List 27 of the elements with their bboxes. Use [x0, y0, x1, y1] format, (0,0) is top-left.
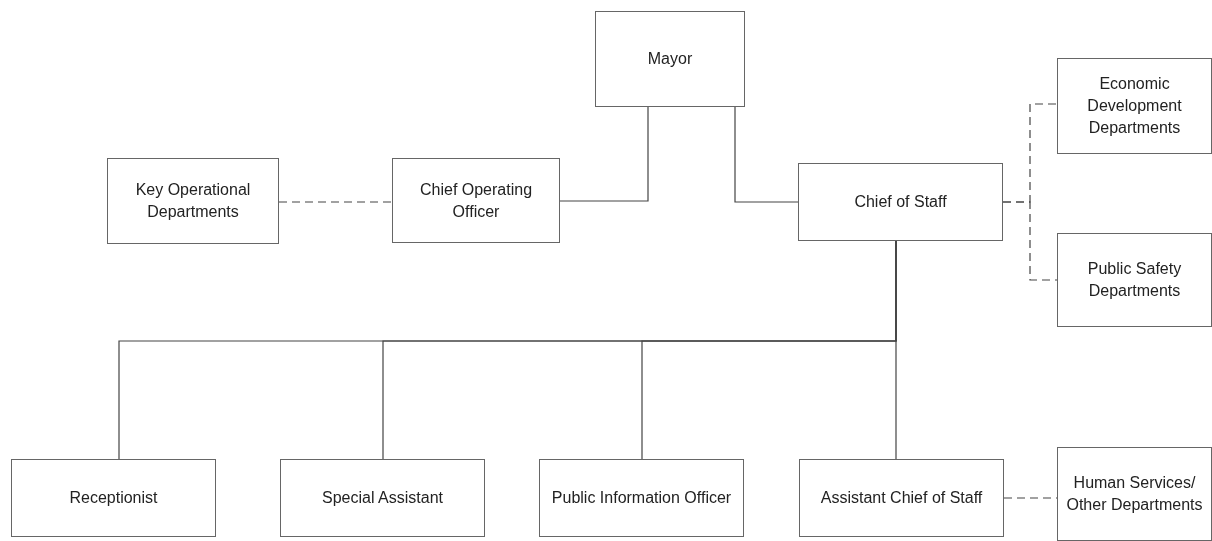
- role-title: Special Assistant: [322, 488, 443, 508]
- connector: [895, 240, 897, 460]
- org-box: [392, 158, 560, 243]
- org-box: [595, 11, 745, 107]
- role-title: Mayor: [647, 49, 693, 69]
- org-box: [798, 163, 1003, 241]
- org-box: [11, 459, 216, 537]
- org-box: [799, 459, 1004, 537]
- role-title: Chief of Staff: [854, 192, 947, 212]
- role-title: Receptionist: [69, 488, 158, 508]
- dashed-connector: [278, 201, 393, 203]
- org-box: [1057, 233, 1212, 327]
- dashed-connector: [1002, 201, 1058, 281]
- org-box: [1057, 58, 1212, 154]
- org-box: [539, 459, 744, 537]
- role-title: Chief Operating Officer: [418, 179, 534, 222]
- connector: [734, 106, 799, 203]
- org-box: [1057, 447, 1212, 541]
- role-title: Economic Development Departments: [1086, 74, 1183, 138]
- role-title: Public Information Officer: [551, 488, 732, 508]
- role-title: Public Safety Departments: [1086, 259, 1183, 301]
- connector: [559, 106, 649, 202]
- role-title: Key Operational Departments: [134, 180, 252, 222]
- org-box: [107, 158, 279, 244]
- role-title: Human Services/ Other Departments: [1065, 473, 1204, 515]
- role-title: Assistant Chief of Staff: [820, 488, 983, 508]
- org-box: [280, 459, 485, 537]
